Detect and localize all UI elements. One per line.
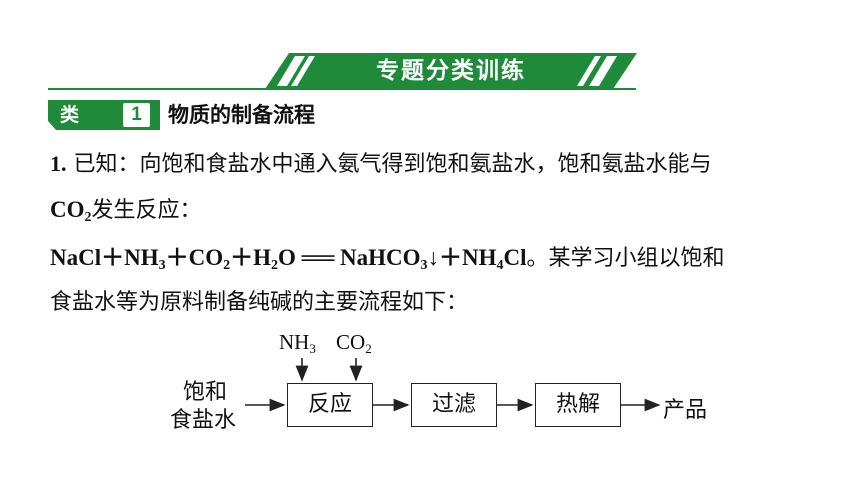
question-line-1: 1. 已知：向饱和食盐水中通入氨气得到饱和氨盐水，饱和氨盐水能与 (50, 146, 712, 178)
equation: NaCl＋NH3＋CO2＋H2O ══ NaHCO3↓＋NH4Cl (50, 245, 527, 273)
reagent-nh3: NH3 (279, 330, 316, 356)
question-text-1: 已知：向饱和食盐水中通入氨气得到饱和氨盐水，饱和氨盐水能与 (73, 152, 712, 177)
output-label: 产品 (663, 398, 708, 423)
banner-shape (265, 53, 637, 89)
question-text-2: 发生反应： (91, 198, 202, 223)
input-label-line2: 食盐水 (170, 408, 237, 433)
step-reaction-box: 反应 (287, 383, 373, 427)
formula-co2: CO2 (50, 197, 92, 225)
type-tag-number: 1 (123, 103, 150, 127)
banner-underline (48, 88, 636, 90)
section-banner: 专题分类训练 (265, 53, 637, 89)
question-line-2: CO2发生反应： (50, 192, 202, 226)
step-pyrolysis-box: 热解 (535, 383, 621, 427)
banner-title: 专题分类训练 (376, 58, 526, 84)
section-title: 物质的制备流程 (168, 103, 315, 127)
reagent-co2: CO2 (336, 330, 372, 356)
step-filter-box: 过滤 (411, 383, 497, 427)
question-text-4: 食盐水等为原料制备纯碱的主要流程如下： (50, 290, 469, 315)
equation-line: NaCl＋NH3＋CO2＋H2O ══ NaHCO3↓＋NH4Cl。某学习小组以… (50, 238, 725, 274)
input-label-line1: 饱和 (183, 380, 228, 405)
question-number: 1. (50, 151, 67, 176)
question-line-4: 食盐水等为原料制备纯碱的主要流程如下： (50, 284, 468, 316)
type-tag-label: 类型 (60, 104, 80, 156)
question-text-3: 。某学习小组以饱和 (526, 246, 725, 271)
